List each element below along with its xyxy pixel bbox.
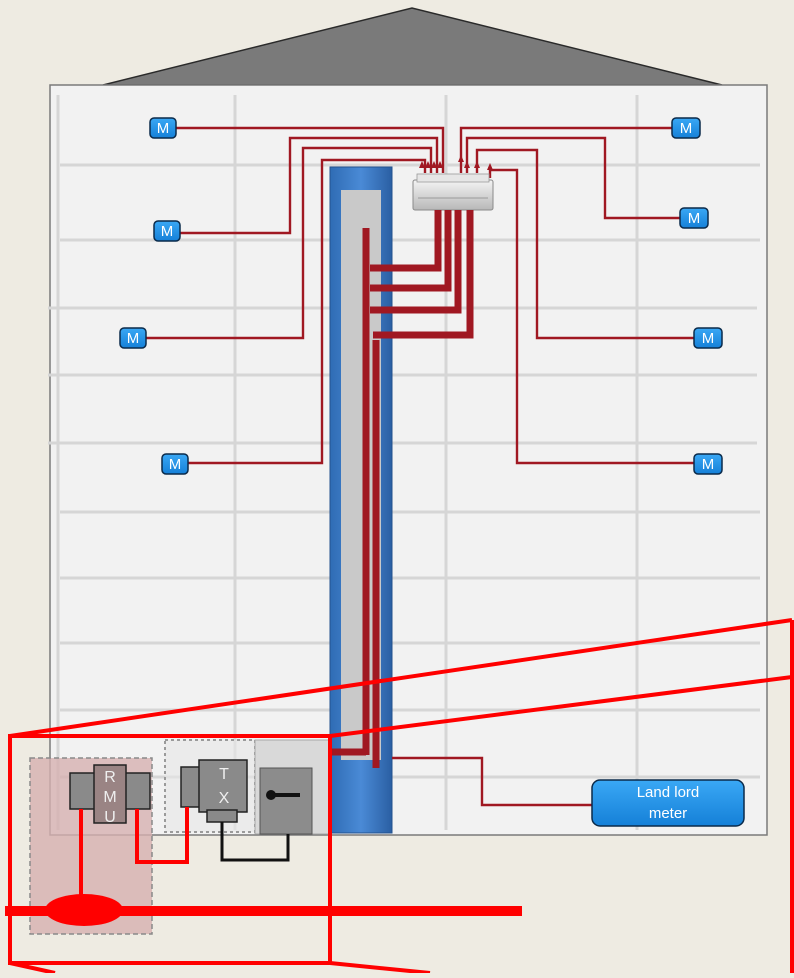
- zoom-highlight-frame: [8, 618, 794, 975]
- landlord-meter: Land lord meter: [591, 779, 745, 827]
- transformer-icon: T X: [180, 759, 248, 823]
- meter-label: M: [169, 456, 182, 473]
- ring-main-unit-icon: R M U: [69, 764, 151, 826]
- rmu-letter-m: M: [103, 789, 116, 806]
- meter-label: M: [157, 120, 170, 137]
- hv-joint: [45, 894, 123, 926]
- meter-label: M: [688, 210, 701, 227]
- landlord-meter-line-1: Land lord: [637, 784, 700, 801]
- tx-letter-t: T: [219, 766, 229, 783]
- hv-cables: [79, 807, 189, 895]
- meter-box-icon: M: [153, 220, 181, 242]
- meter-box-icon: M: [671, 117, 701, 139]
- meter-box-icon: M: [161, 453, 189, 475]
- lv-switch-icon: [259, 767, 313, 835]
- meter-box-icon: M: [149, 117, 177, 139]
- meter-box-icon: M: [119, 327, 147, 349]
- landlord-meter-line-2: meter: [649, 805, 687, 822]
- meter-box-icon: M: [693, 453, 723, 475]
- roof: [102, 7, 723, 86]
- meter-box-icon: M: [679, 207, 709, 229]
- rmu-letter-u: U: [104, 809, 116, 826]
- meter-label: M: [702, 456, 715, 473]
- meter-label: M: [702, 330, 715, 347]
- lv-link-cable: [220, 822, 290, 862]
- rmu-letter-r: R: [104, 769, 116, 786]
- meter-label: M: [680, 120, 693, 137]
- landlord-meter-cable: [392, 756, 596, 807]
- meter-box-icon: M: [693, 327, 723, 349]
- meter-label: M: [161, 223, 174, 240]
- tx-letter-x: X: [219, 790, 230, 807]
- distribution-board-icon: [412, 173, 494, 211]
- building-facade: [49, 84, 768, 836]
- cable-arrowheads: [419, 155, 493, 170]
- meter-label: M: [127, 330, 140, 347]
